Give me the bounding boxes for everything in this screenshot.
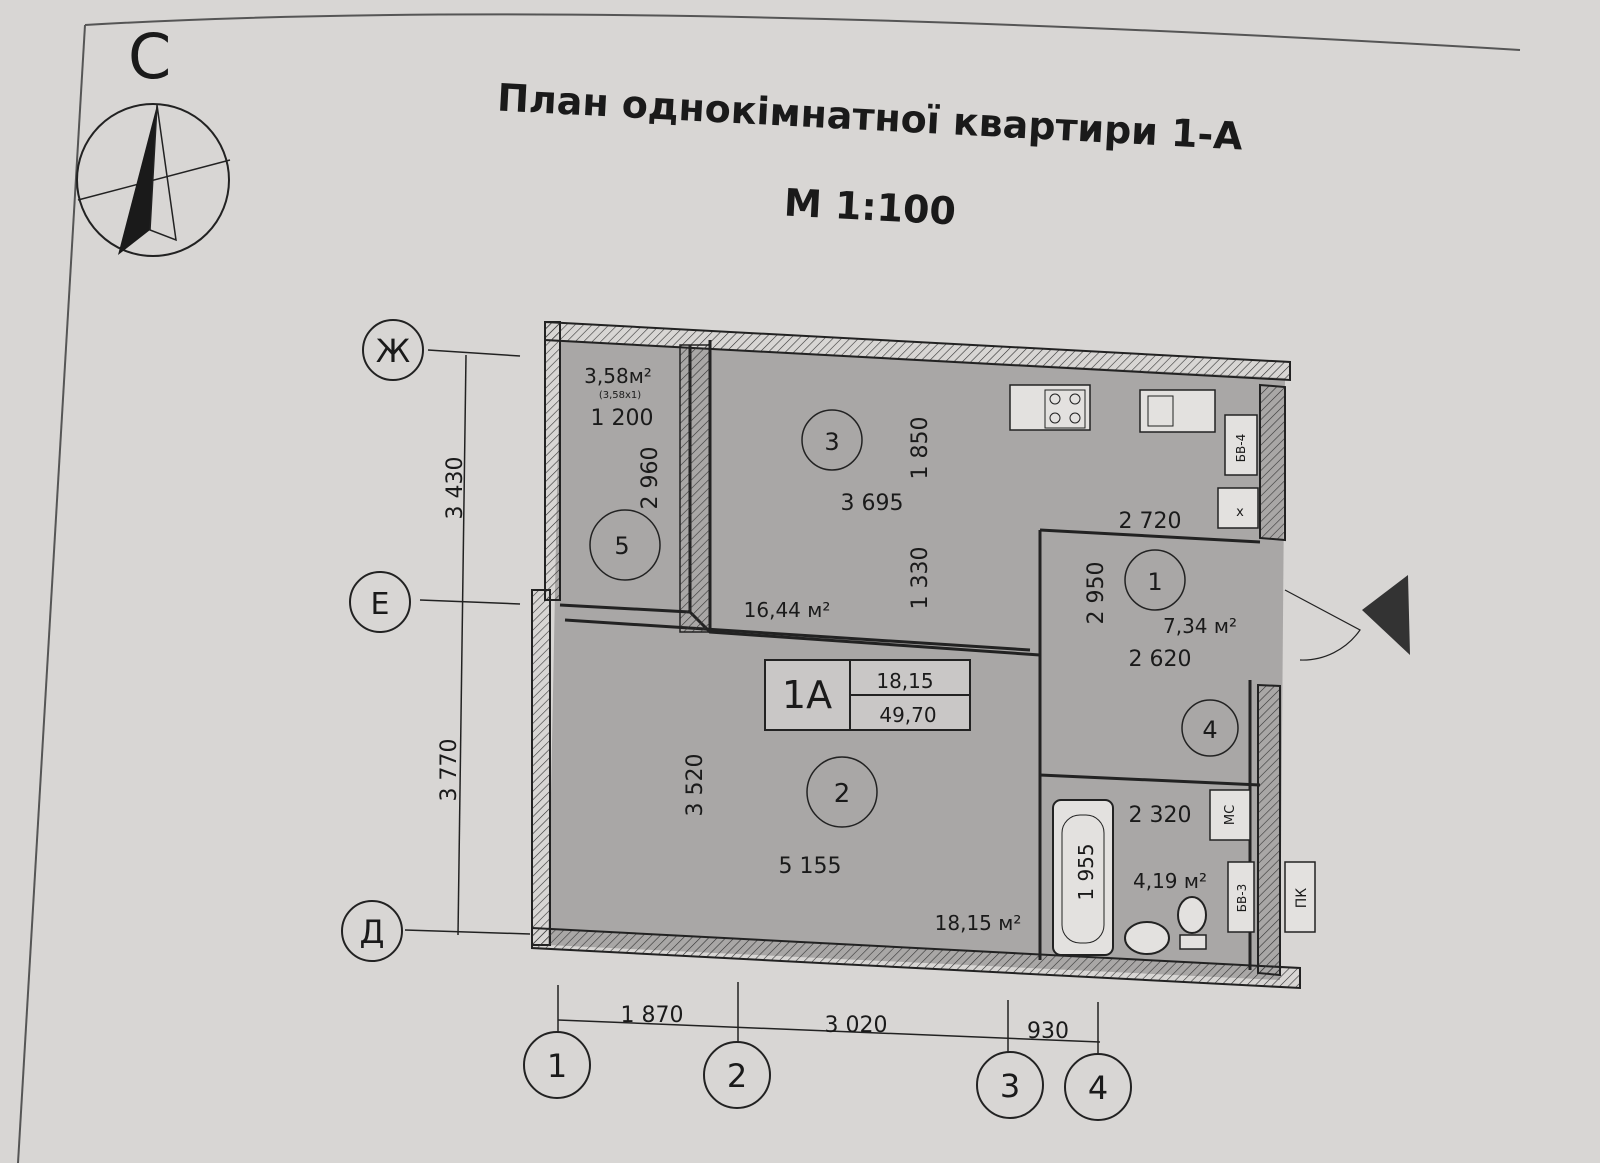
axis-number-3: 3 xyxy=(1000,1067,1020,1105)
outer-walls xyxy=(531,320,1301,990)
room5-number: 5 xyxy=(614,532,629,560)
apartment-code: 1А xyxy=(782,673,832,717)
apartment-label-table xyxy=(764,659,971,731)
sheet-border-top xyxy=(84,13,1521,51)
horizontal-dimension-line xyxy=(557,982,1101,1055)
room5-sub-area: (3,58x1) xyxy=(599,390,641,401)
boiler-bv4-box xyxy=(1224,414,1258,476)
room4-area: 4,19 м² xyxy=(1133,869,1207,893)
apartment-total-area: 49,70 xyxy=(879,703,936,727)
room1-dim-b: 2 620 xyxy=(1129,647,1192,672)
axis-letter-zh: Ж xyxy=(376,332,410,370)
room1-area: 7,34 м² xyxy=(1163,614,1237,638)
axis-dim-h2: 3 020 xyxy=(825,1013,888,1038)
axis-number-2: 2 xyxy=(727,1057,747,1095)
axis-dim-h1: 1 870 xyxy=(621,1003,684,1028)
axis-dim-v2: 3 770 xyxy=(437,739,462,802)
room3-dim-d: 2 720 xyxy=(1119,509,1182,534)
boiler-bv3-label: БВ-3 xyxy=(1235,884,1249,912)
boiler-bv3-box xyxy=(1227,861,1255,933)
bathtub-icon xyxy=(1052,799,1114,956)
boiler-bv4-label: БВ-4 xyxy=(1234,434,1248,462)
kitchen-stove-icon xyxy=(1009,384,1091,431)
kitchen-sink-icon xyxy=(1139,389,1216,433)
ms-label: МС xyxy=(1223,805,1238,825)
room2-area: 18,15 м² xyxy=(935,911,1022,935)
room1-number: 1 xyxy=(1147,568,1162,596)
axis-number-4: 4 xyxy=(1088,1069,1108,1107)
room4-dim-a: 2 320 xyxy=(1129,803,1192,828)
room3-dim-a: 1 850 xyxy=(908,417,933,480)
axis-number-1: 1 xyxy=(547,1047,567,1085)
room3-dim-b: 3 695 xyxy=(841,491,904,516)
pk-box xyxy=(1284,861,1316,933)
room2-dim-b: 5 155 xyxy=(779,854,842,879)
vertical-dimension-line xyxy=(404,349,531,936)
sheet-border-left xyxy=(17,24,86,1163)
room3-dim-c: 1 330 xyxy=(908,547,933,610)
axis-letter-d: Д xyxy=(360,913,385,951)
room5-dim-length: 2 960 xyxy=(638,447,663,510)
axis-number-bubbles xyxy=(523,1031,1132,1121)
pk-label: ПК xyxy=(1294,888,1310,909)
entrance-arrow-icon xyxy=(1362,575,1410,655)
room3-number: 3 xyxy=(824,428,839,456)
apartment-living-area: 18,15 xyxy=(876,669,933,693)
room4-dim-b: 1 955 xyxy=(1074,843,1098,900)
room5-area: 3,58м² xyxy=(584,364,652,388)
room2-dim-a: 3 520 xyxy=(683,754,708,817)
toilet-icon xyxy=(1177,896,1207,950)
room4-number: 4 xyxy=(1202,716,1217,744)
shaft-box xyxy=(1217,487,1259,529)
compass-icon xyxy=(76,103,231,257)
room-markers xyxy=(801,409,1239,828)
room3-area: 16,44 м² xyxy=(744,598,831,622)
room2-number: 2 xyxy=(834,779,851,809)
ms-box xyxy=(1209,789,1251,841)
room5-dim-width: 1 200 xyxy=(591,406,654,431)
room1-dim-a: 2 950 xyxy=(1084,562,1109,625)
entrance-door xyxy=(1284,589,1361,661)
north-label: С xyxy=(128,20,172,93)
axis-dim-v1: 3 430 xyxy=(443,457,468,520)
axis-letter-e: Е xyxy=(371,587,390,622)
balcony-drain-icon xyxy=(589,509,661,581)
shaft-x-label: x xyxy=(1236,505,1244,520)
axis-letter-bubbles xyxy=(341,319,424,962)
balcony-wall xyxy=(679,344,711,633)
axis-dim-h3: 930 xyxy=(1027,1019,1069,1044)
washbasin-icon xyxy=(1124,921,1170,955)
